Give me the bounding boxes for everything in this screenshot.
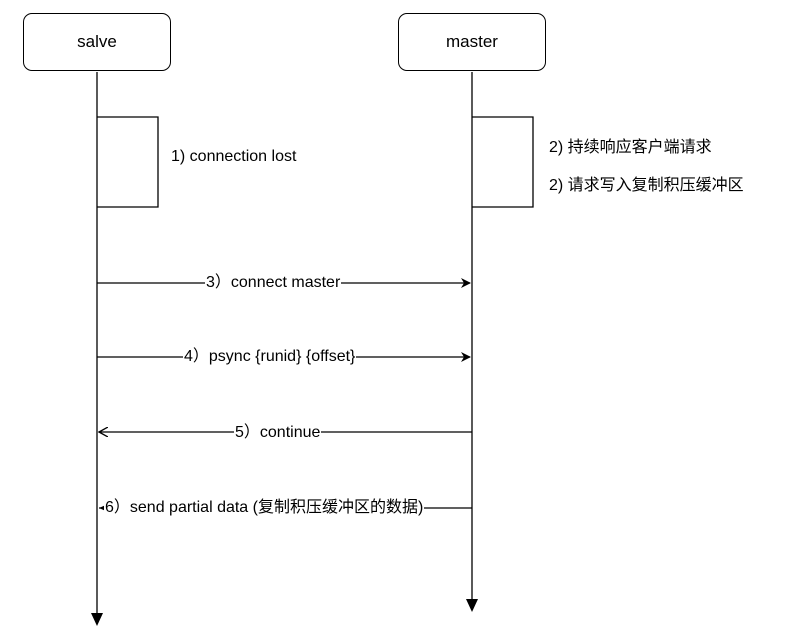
slave-actor-label: salve [77,32,117,51]
slave-note-connection-lost: 1) connection lost [171,148,297,165]
message-3-label: 3）connect master [205,274,342,292]
message-6-label: 6）send partial data (复制积压缓冲区的数据) [104,499,425,517]
master-note-keep-serving: 2) 持续响应客户端请求 [549,139,712,156]
slave-lifeline-arrowhead [91,613,103,626]
message-4-label: 4）psync {runid} {offset} [183,348,357,366]
slave-activation-bracket [97,116,159,208]
master-activation-bracket [472,116,534,208]
slave-actor-box: salve [23,13,171,71]
master-note-write-backlog: 2) 请求写入复制积压缓冲区 [549,177,744,194]
master-actor-box: master [398,13,546,71]
master-actor-label: master [446,32,498,51]
message-5-label: 5）continue [234,424,322,442]
master-lifeline-arrowhead [466,599,478,612]
